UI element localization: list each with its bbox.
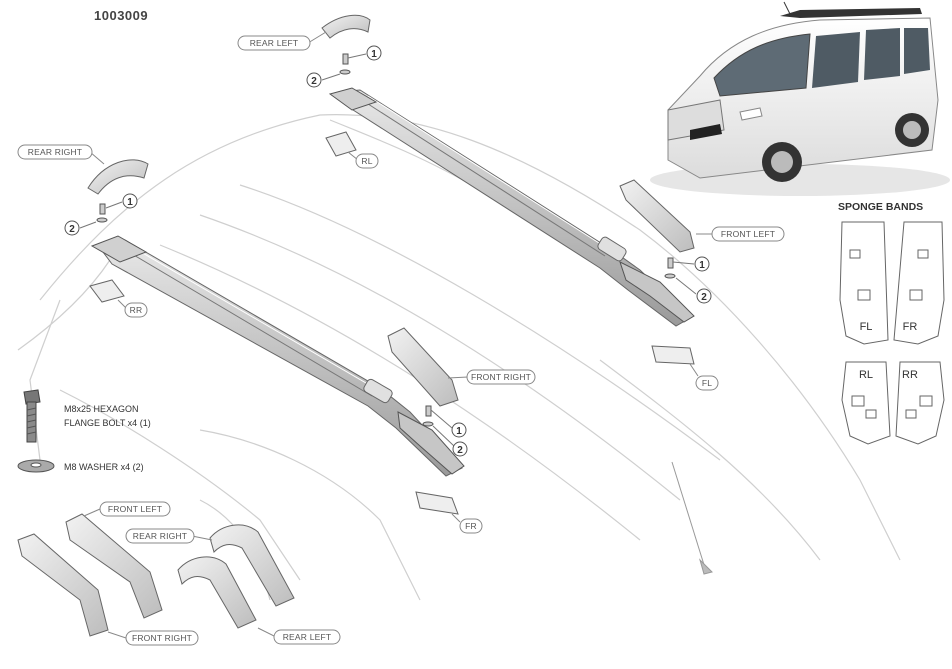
svg-text:1: 1	[371, 49, 377, 60]
cap-front-left	[619, 179, 695, 253]
svg-text:2: 2	[69, 224, 75, 235]
cap-rear-left	[321, 14, 371, 39]
sponge-band-fl: FL	[839, 221, 889, 345]
antenna-line	[671, 461, 713, 575]
car-roof-outline	[17, 113, 901, 601]
bottom-label-front-left: FRONT LEFT	[83, 501, 171, 517]
callout-front-right: FRONT RIGHT	[447, 369, 536, 385]
rail-right	[90, 235, 465, 477]
svg-text:RL: RL	[859, 369, 873, 381]
loose-cap-rear-left	[177, 556, 257, 629]
fastener-rl	[339, 53, 351, 75]
svg-text:2: 2	[311, 76, 317, 87]
fastener-fr	[422, 405, 434, 427]
item-1-fl: 1	[672, 256, 710, 272]
svg-text:1: 1	[699, 260, 705, 271]
legend-bolt-line2: FLANGE BOLT x4 (1)	[64, 418, 151, 428]
loose-cap-front-left	[65, 513, 163, 619]
sponge-bands-title: SPONGE BANDS	[838, 201, 923, 213]
bottom-label-rear-left: REAR LEFT	[257, 627, 341, 645]
svg-text:FL: FL	[860, 321, 873, 333]
vehicle-illustration	[650, 1, 950, 196]
sponge-band-fr: FR	[893, 221, 945, 345]
svg-text:RR: RR	[130, 305, 143, 315]
item-2-rr: 2	[64, 220, 97, 236]
pad-rr	[89, 279, 125, 303]
svg-text:FR: FR	[465, 521, 477, 531]
svg-text:REAR LEFT: REAR LEFT	[283, 632, 332, 642]
svg-text:FRONT LEFT: FRONT LEFT	[721, 229, 775, 239]
fastener-fl	[664, 257, 676, 279]
svg-text:REAR LEFT: REAR LEFT	[250, 38, 299, 48]
item-1-rl: 1	[347, 45, 382, 61]
loose-cap-rear-right	[209, 524, 295, 607]
svg-text:1: 1	[127, 197, 133, 208]
svg-text:FL: FL	[702, 378, 712, 388]
item-1-fr: 1	[430, 409, 467, 438]
legend-bolt-line1: M8x25 HEXAGON	[64, 404, 139, 414]
fastener-rr	[96, 203, 108, 223]
svg-text:2: 2	[457, 445, 463, 456]
svg-text:REAR RIGHT: REAR RIGHT	[133, 531, 187, 541]
svg-text:RR: RR	[902, 369, 918, 381]
pad-rl	[325, 131, 357, 157]
item-2-fr: 2	[432, 425, 468, 457]
cap-rear-right	[87, 159, 149, 195]
item-2-fl: 2	[675, 277, 712, 304]
callout-rear-right: REAR RIGHT	[17, 144, 105, 165]
rail-left	[328, 87, 695, 327]
legend-washer: M8 WASHER x4 (2)	[64, 462, 144, 472]
item-2-rl: 2	[306, 72, 341, 88]
loose-cap-front-right	[17, 533, 109, 637]
cap-front-right	[387, 327, 459, 407]
bottom-label-rear-right: REAR RIGHT	[125, 528, 213, 544]
washer-icon	[17, 459, 55, 473]
svg-text:FRONT LEFT: FRONT LEFT	[108, 504, 162, 514]
callout-rear-left: REAR LEFT	[237, 31, 327, 51]
svg-text:2: 2	[701, 292, 707, 303]
tag-rl: RL	[347, 151, 379, 169]
sponge-band-rl: RL	[841, 361, 891, 445]
tag-fl: FL	[689, 363, 719, 391]
svg-text:1: 1	[456, 426, 462, 437]
tag-rr: RR	[117, 299, 148, 318]
bottom-label-front-right: FRONT RIGHT	[107, 630, 199, 646]
sponge-band-rr: RR	[895, 361, 945, 445]
item-1-rr: 1	[105, 193, 138, 209]
svg-text:FRONT RIGHT: FRONT RIGHT	[132, 633, 192, 643]
pad-fr	[415, 491, 459, 515]
svg-text:RL: RL	[361, 156, 372, 166]
part-number: 1003009	[94, 8, 148, 23]
tag-fr: FR	[451, 513, 483, 534]
pad-fl	[651, 345, 695, 365]
callout-front-left: FRONT LEFT	[696, 226, 785, 242]
bolt-icon	[23, 389, 41, 443]
svg-text:FR: FR	[903, 321, 918, 333]
svg-text:REAR RIGHT: REAR RIGHT	[28, 147, 82, 157]
svg-text:FRONT RIGHT: FRONT RIGHT	[471, 372, 531, 382]
